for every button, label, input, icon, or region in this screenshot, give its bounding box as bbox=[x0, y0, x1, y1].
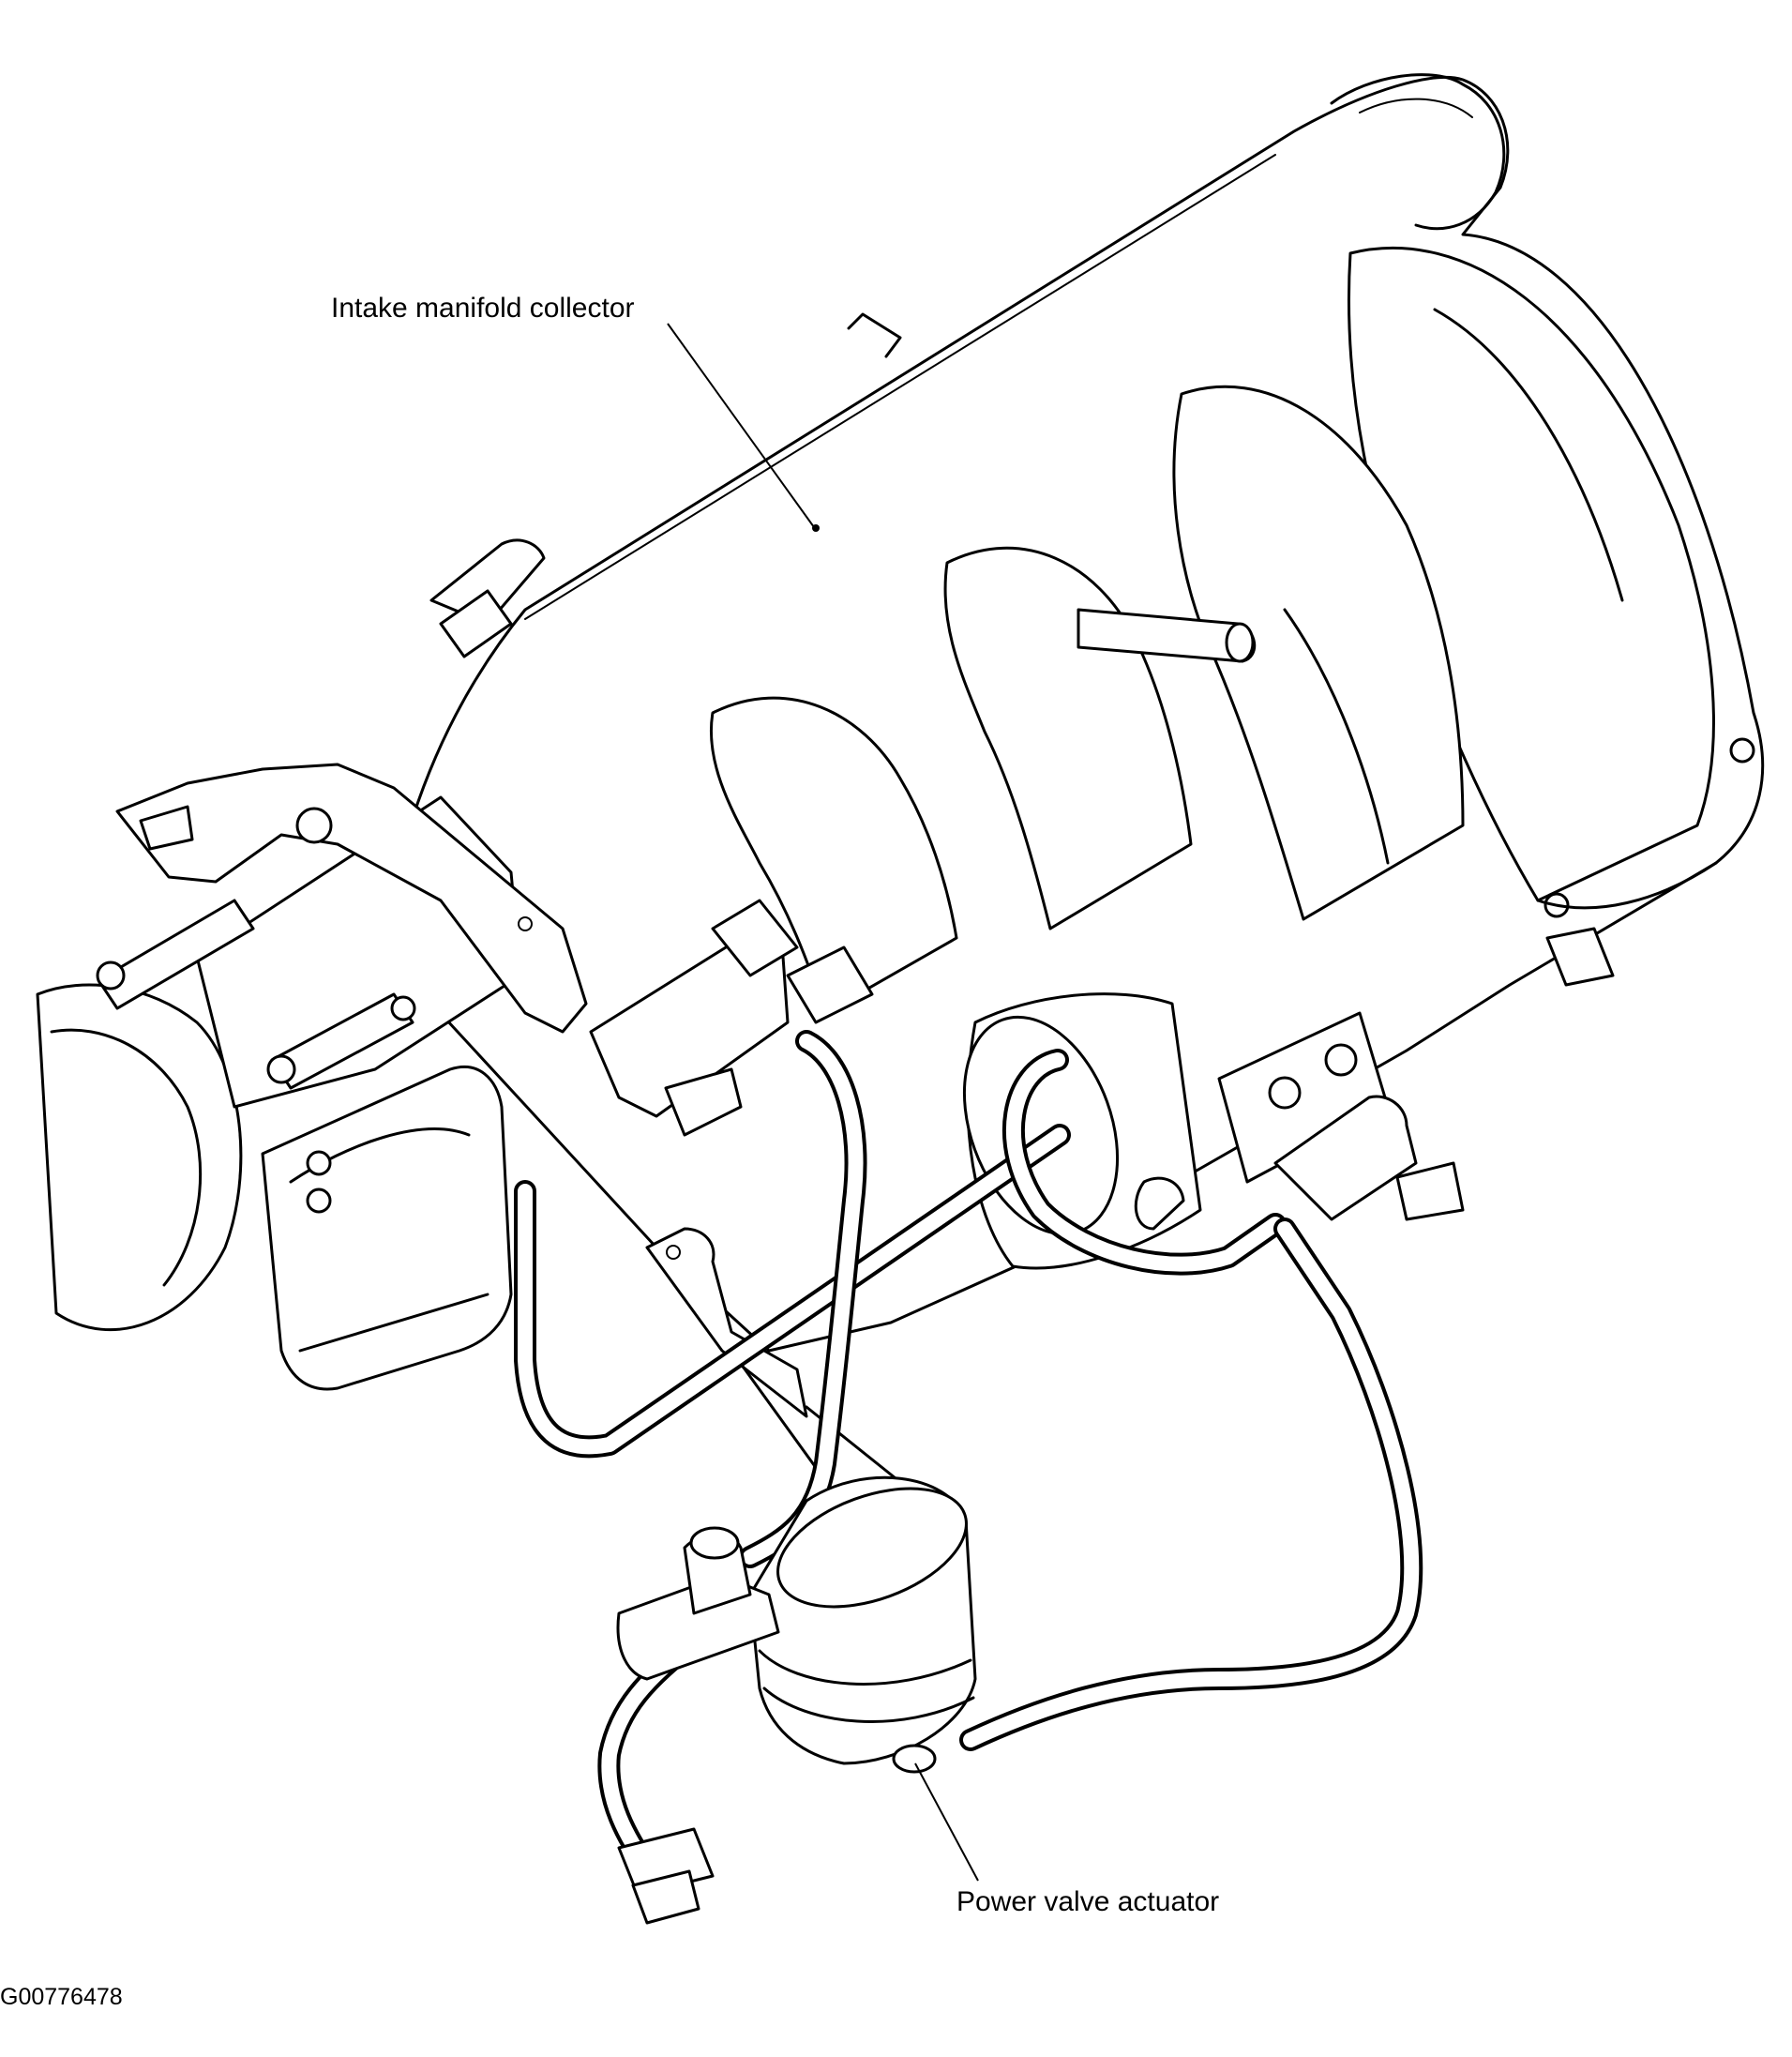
sensor-connector bbox=[589, 899, 874, 1137]
intake-manifold-collector-label: Intake manifold collector bbox=[331, 293, 635, 324]
solenoid-bracket bbox=[1134, 1011, 1465, 1231]
intake-runners bbox=[710, 246, 1755, 1015]
figure-id: G00776478 bbox=[0, 1984, 123, 2010]
throttle-body bbox=[36, 763, 588, 1391]
power-valve-actuator-label: Power valve actuator bbox=[956, 1886, 1220, 1917]
lower-bracket bbox=[645, 1227, 902, 1521]
intake-leader-line bbox=[667, 323, 815, 528]
power-valve-actuator bbox=[616, 1475, 977, 1774]
intake-leader-dot bbox=[812, 524, 820, 532]
vacuum-hoses bbox=[514, 1030, 1423, 1925]
actuator-leader-line bbox=[914, 1762, 979, 1882]
